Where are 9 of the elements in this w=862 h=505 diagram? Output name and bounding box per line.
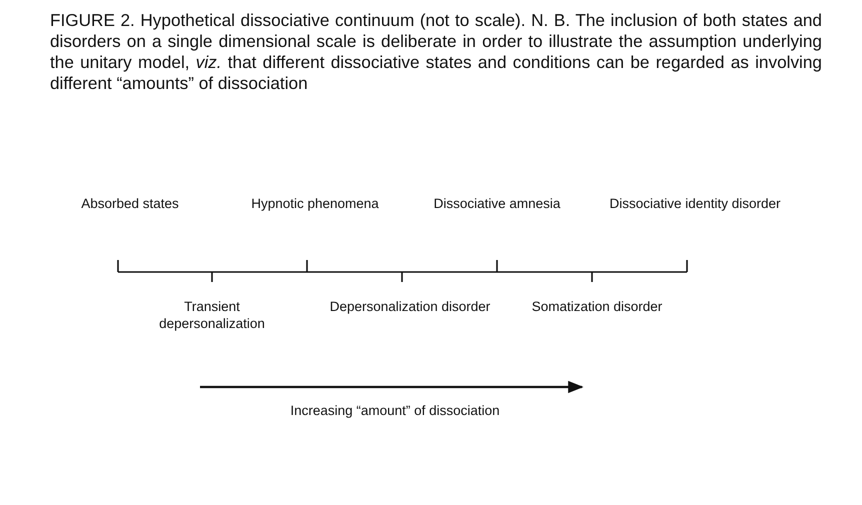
scale-label: Somatization disorder bbox=[530, 298, 664, 315]
axis-caption: Increasing “amount” of dissociation bbox=[289, 402, 501, 419]
figure-caption: FIGURE 2. Hypothetical dissociative continuum (not to scale). N. B. The inclusion of both states and disorders on a single dimensional scale is deliberate in order to illustrate the assumption underlying the unitary model, viz. that different dissociative states and conditions can be regarded as involving different “amounts” of dissociation bbox=[50, 10, 822, 94]
scale-label: Hypnotic phenomena bbox=[250, 195, 380, 212]
scale-label: Transient depersonalization bbox=[158, 298, 266, 332]
scale-label: Depersonalization disorder bbox=[328, 298, 492, 315]
scale-label: Dissociative identity disorder bbox=[608, 195, 782, 212]
scale-label: Absorbed states bbox=[80, 195, 180, 212]
scale-label: Dissociative amnesia bbox=[432, 195, 562, 212]
